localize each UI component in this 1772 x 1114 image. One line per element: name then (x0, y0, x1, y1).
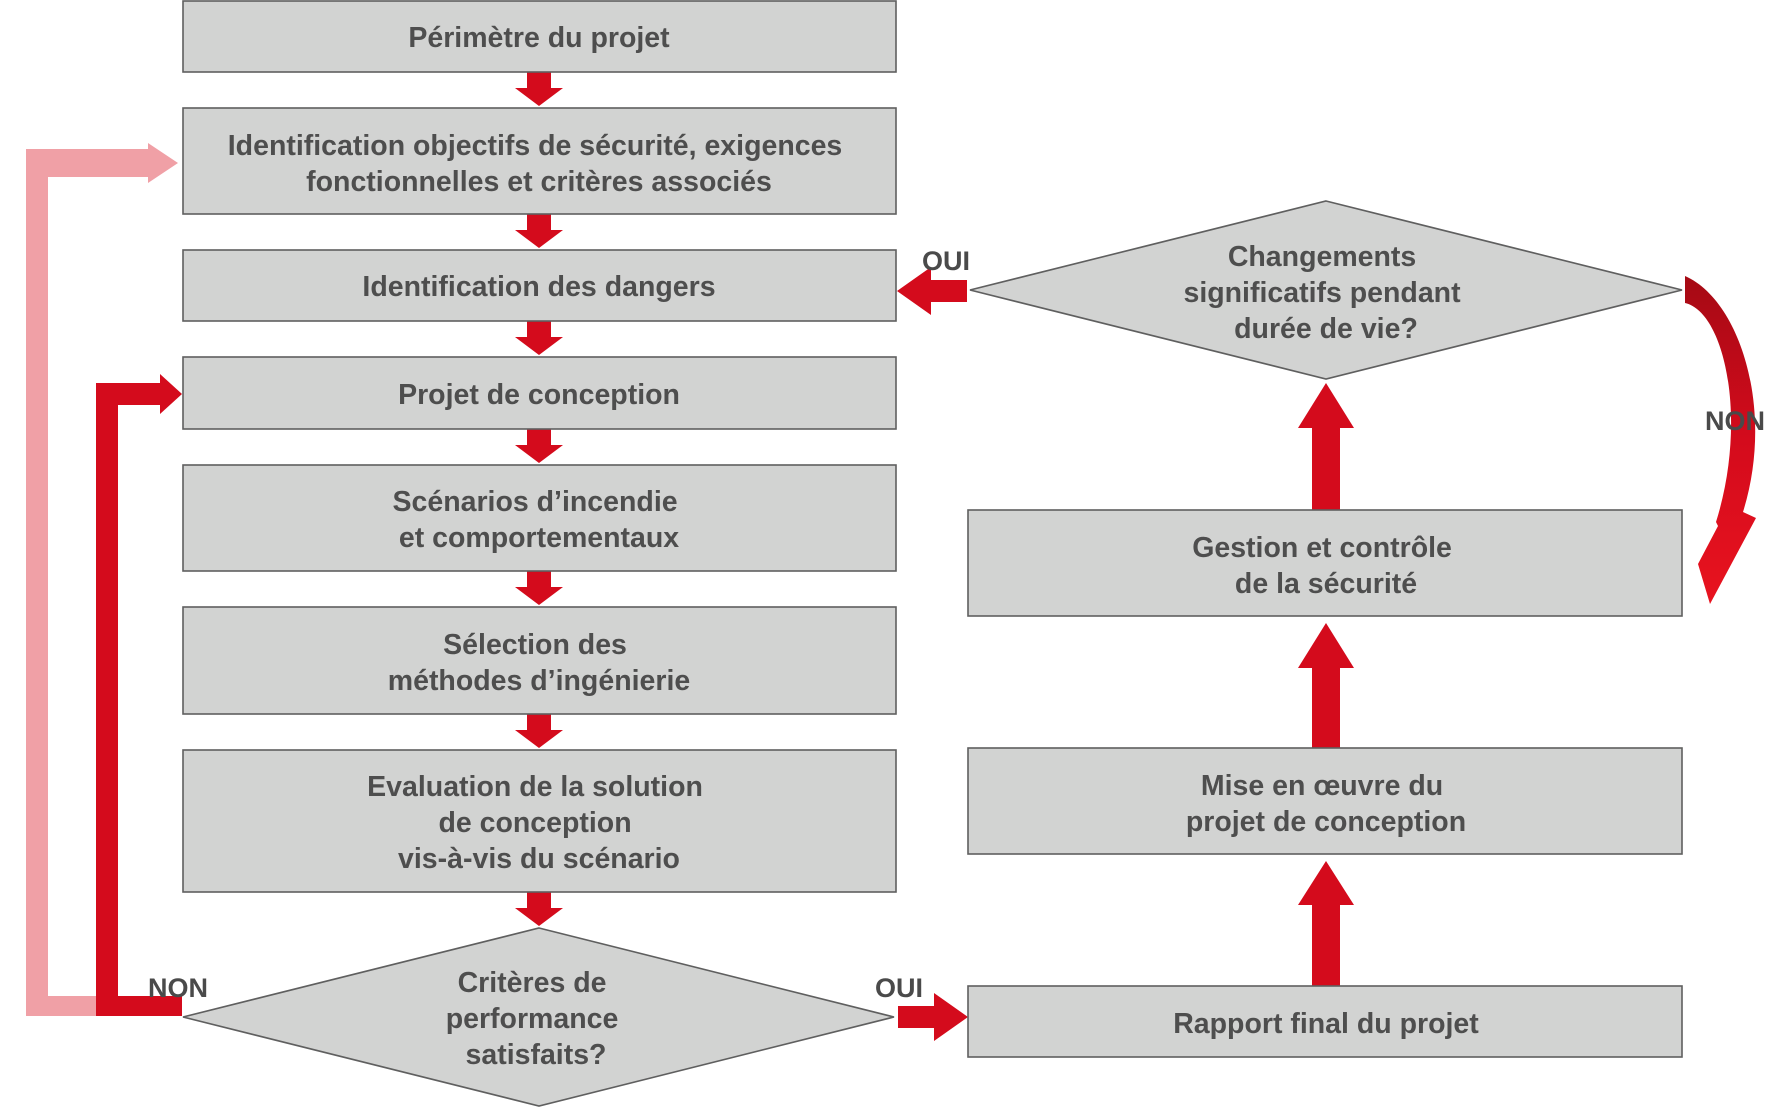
node-perimetre: Périmètre du projet (182, 0, 897, 73)
label-changements-oui: OUI (922, 246, 970, 276)
node-identification-dangers: Identification des dangers (182, 249, 897, 322)
node-changements: Changements significatifs pendant durée … (969, 200, 1683, 380)
arrow-conception-to-scenarios (515, 429, 563, 463)
label-criteres-oui: OUI (875, 973, 923, 1003)
label-criteres-non: NON (148, 973, 208, 1003)
node-rapport-final-label: Rapport final du projet (1173, 1008, 1479, 1040)
node-projet-conception: Projet de conception (182, 356, 897, 430)
node-mise-en-oeuvre: Mise en œuvre du projet de conception (967, 747, 1683, 855)
down-arrows (515, 72, 563, 926)
node-criteres-label: Critères de performance satisfaits? (446, 967, 627, 1071)
arrow-rapport-to-mise (1298, 861, 1354, 986)
arrow-scenarios-to-selection (515, 571, 563, 605)
loop-arrow-to-conception (96, 374, 182, 1016)
arrow-evaluation-to-criteres (515, 892, 563, 926)
up-arrows (1298, 383, 1354, 986)
arrow-dangers-to-conception (515, 321, 563, 355)
node-gestion: Gestion et contrôle de la sécurité (967, 509, 1683, 617)
node-changements-label: Changements significatifs pendant durée … (1183, 241, 1468, 345)
arrow-mise-to-gestion (1298, 623, 1354, 748)
arrow-objectifs-to-dangers (515, 214, 563, 248)
node-rapport-final: Rapport final du projet (967, 985, 1683, 1058)
node-selection: Sélection des méthodes d’ingénierie (182, 606, 897, 715)
node-scenarios: Scénarios d’incendie et comportementaux (182, 464, 897, 572)
node-identification-objectifs: Identification objectifs de sécurité, ex… (182, 107, 897, 215)
arrow-changements-non (1685, 276, 1756, 604)
arrow-changements-oui (897, 267, 967, 315)
label-changements-non: NON (1705, 406, 1765, 436)
node-projet-conception-label: Projet de conception (398, 379, 680, 411)
node-mise-en-oeuvre-label: Mise en œuvre du projet de conception (1186, 770, 1466, 838)
arrow-gestion-to-changements (1298, 383, 1354, 510)
node-perimetre-label: Périmètre du projet (408, 22, 670, 54)
node-gestion-label: Gestion et contrôle de la sécurité (1192, 532, 1460, 600)
node-evaluation-label: Evaluation de la solution de conception … (367, 771, 711, 875)
node-identification-dangers-label: Identification des dangers (362, 271, 715, 303)
arrow-selection-to-evaluation (515, 714, 563, 748)
arrow-perimetre-to-objectifs (515, 72, 563, 106)
node-evaluation: Evaluation de la solution de conception … (182, 749, 897, 893)
node-scenarios-label: Scénarios d’incendie et comportementaux (392, 486, 685, 554)
arrow-criteres-oui (898, 993, 968, 1041)
node-identification-objectifs-label: Identification objectifs de sécurité, ex… (228, 130, 850, 198)
loop-arrow-to-objectifs (26, 143, 178, 1016)
node-selection-label: Sélection des méthodes d’ingénierie (388, 629, 690, 697)
node-criteres: Critères de performance satisfaits? (182, 927, 895, 1107)
